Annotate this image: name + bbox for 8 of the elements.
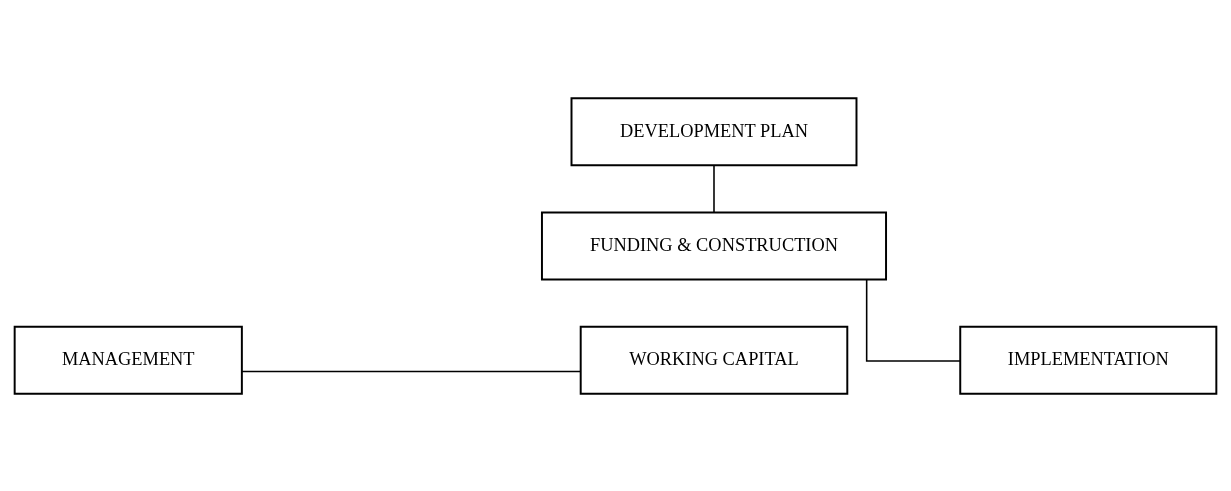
node-box: IMPLEMENTATION bbox=[959, 325, 1218, 395]
node-box: MANAGEMENT bbox=[13, 325, 243, 395]
connector bbox=[713, 164, 715, 213]
node-box: WORKING CAPITAL bbox=[579, 325, 849, 395]
connector bbox=[241, 370, 582, 372]
node-box: DEVELOPMENT PLAN bbox=[570, 96, 858, 166]
node-box: FUNDING & CONSTRUCTION bbox=[540, 211, 888, 280]
connector bbox=[865, 278, 961, 362]
